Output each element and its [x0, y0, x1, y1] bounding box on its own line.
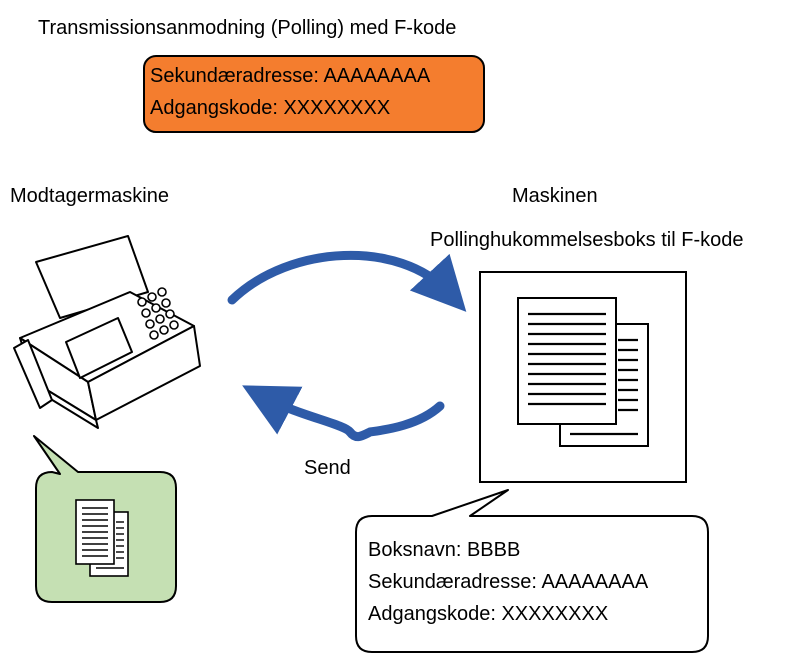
- documents-icon: [75, 499, 129, 577]
- send-label: Send: [304, 457, 351, 479]
- stored-documents-icon: [517, 297, 649, 447]
- box-passcode: Adgangskode: XXXXXXXX: [368, 603, 609, 625]
- request-box: [143, 55, 485, 133]
- request-passcode: Adgangskode: XXXXXXXX: [150, 97, 391, 119]
- box-secondary-address: Sekundæradresse: AAAAAAAA: [368, 571, 649, 593]
- machine-label: Maskinen: [512, 185, 598, 207]
- box-name: Boksnavn: BBBB: [368, 539, 521, 561]
- receiver-label: Modtagermaskine: [10, 185, 169, 207]
- polling-box-label: Pollinghukommelsesboks til F-kode: [430, 229, 744, 251]
- fax-machine-icon: [13, 235, 201, 429]
- diagram-title: Transmissionsanmodning (Polling) med F-k…: [38, 17, 457, 39]
- box-info-bubble: [355, 489, 709, 653]
- send-arrow: [242, 385, 445, 442]
- request-secondary-address: Sekundæradresse: AAAAAAAA: [150, 65, 431, 87]
- request-arrow: [227, 250, 467, 312]
